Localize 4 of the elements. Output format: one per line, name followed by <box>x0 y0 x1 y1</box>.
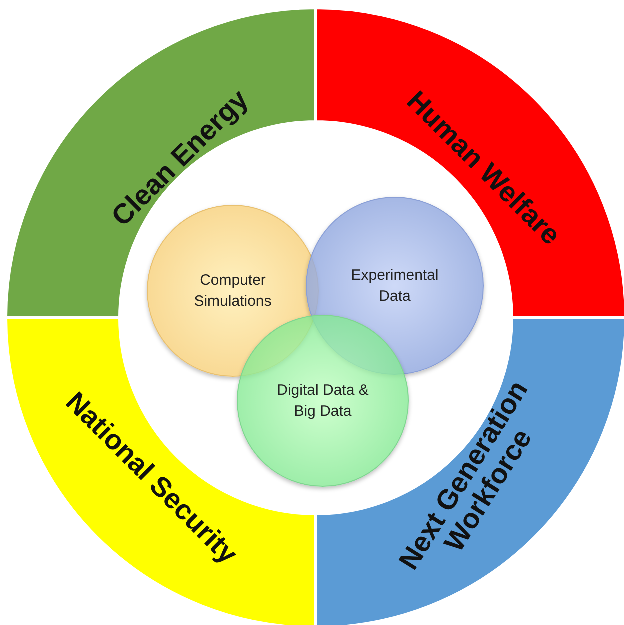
ring-segment <box>316 318 624 625</box>
circle-label: Computer Simulations <box>193 271 273 312</box>
circle-label: Experimental Data <box>350 266 440 307</box>
circle-label: Digital Data & Big Data <box>276 381 370 422</box>
